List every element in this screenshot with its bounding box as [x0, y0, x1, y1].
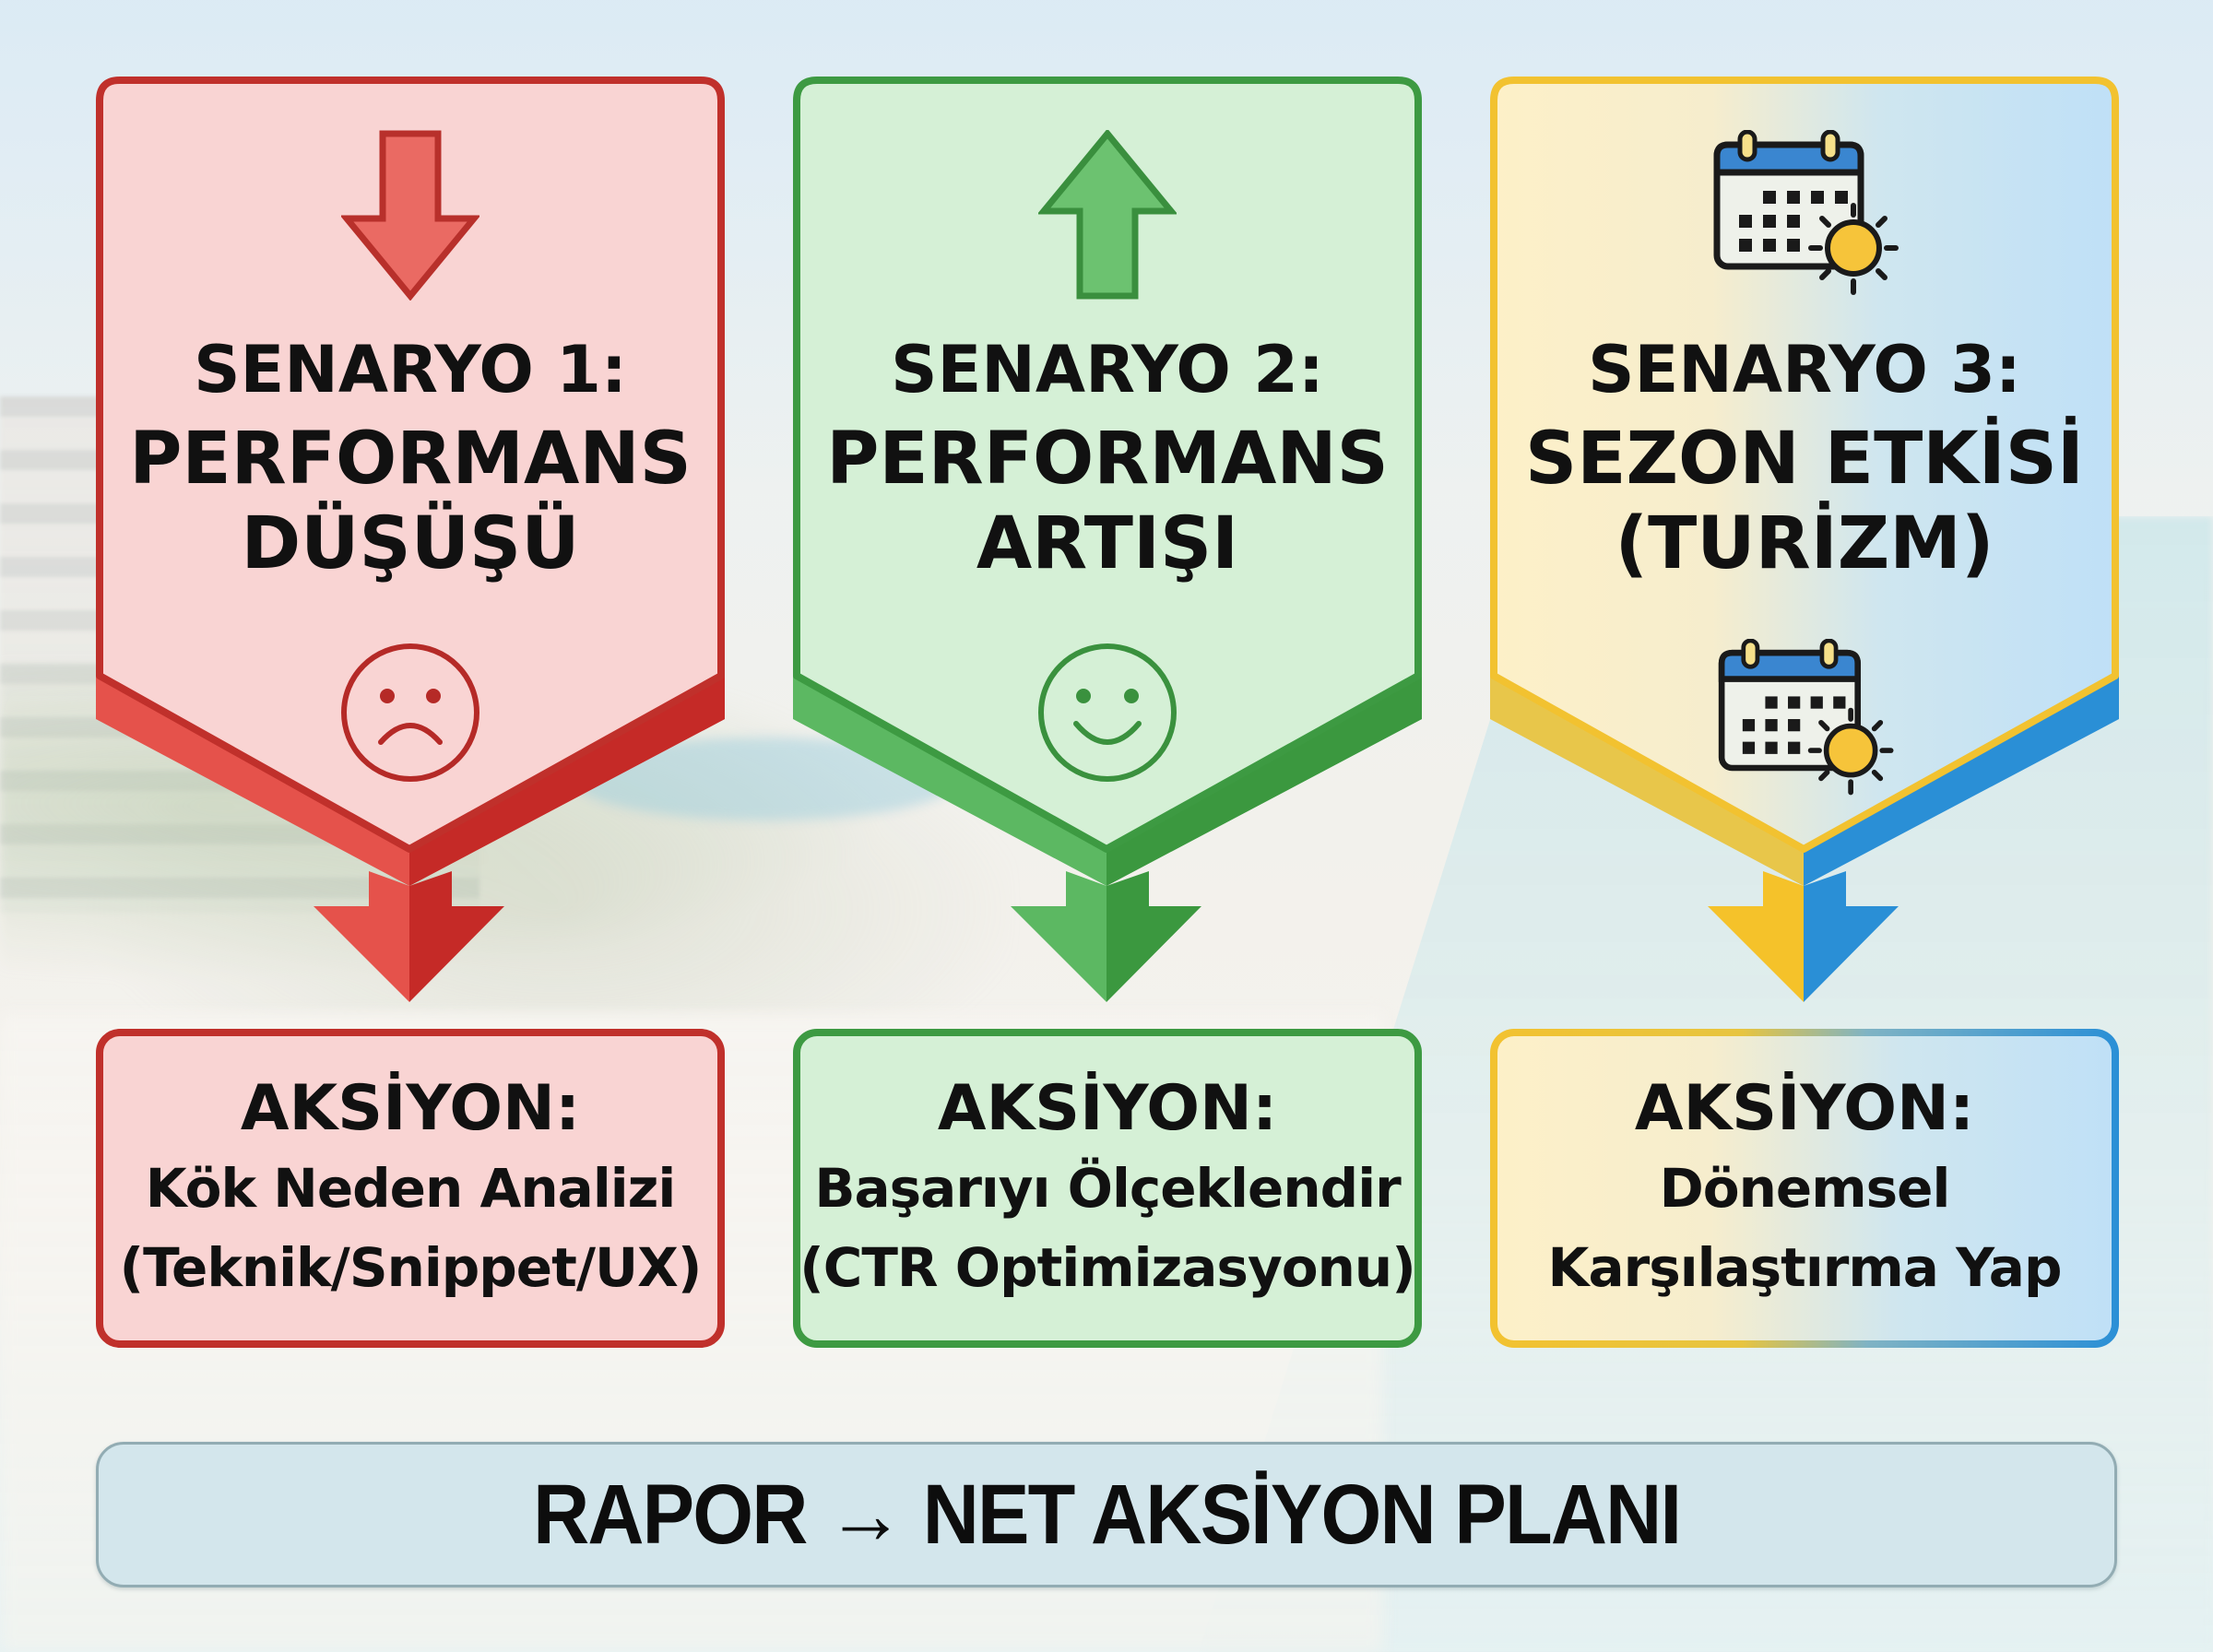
down-arrow-icon — [341, 130, 479, 301]
action-3-line-2: Karşılaştırma Yap — [1547, 1236, 2063, 1299]
scenario-2-title-line-2: PERFORMANS — [826, 418, 1389, 501]
sad-face-icon — [341, 643, 479, 782]
up-arrow-icon — [1038, 130, 1177, 300]
scenario-1-label: SENARYO 1: — [194, 332, 627, 407]
calendar-sun-icon — [1713, 130, 1899, 295]
action-box-2: AKSİYON: Başarıyı Ölçeklendir (CTR Optim… — [793, 1029, 1422, 1348]
action-1-heading: AKSİYON: — [240, 1072, 581, 1145]
scenario-1-title-line-2: PERFORMANS — [129, 418, 692, 501]
scenario-1-title-line-3: DÜŞÜŞÜ — [241, 502, 580, 585]
action-2-heading: AKSİYON: — [937, 1072, 1278, 1145]
scenario-3-title-line-2: SEZON ETKİSİ — [1525, 418, 2084, 501]
smiley-face-icon — [1038, 643, 1177, 782]
action-3-heading: AKSİYON: — [1634, 1072, 1975, 1145]
action-2-line-2: (CTR Optimizasyonu) — [799, 1236, 1415, 1299]
scenario-card-2: SENARYO 2: PERFORMANS ARTIŞI — [793, 77, 1422, 1008]
scenario-3-pentagon-shape — [1490, 77, 2119, 1002]
scenario-2-title: SENARYO 2: PERFORMANS ARTIŞI — [793, 324, 1422, 585]
calendar-sun-icon — [1718, 639, 1894, 796]
scenario-2-pentagon-shape — [793, 77, 1422, 1002]
scenario-1-title: SENARYO 1: PERFORMANS DÜŞÜŞÜ — [96, 324, 725, 585]
summary-banner-text: RAPOR → NET AKSİYON PLANI — [532, 1467, 1682, 1562]
action-box-3: AKSİYON: Dönemsel Karşılaştırma Yap — [1490, 1029, 2119, 1348]
action-3-line-1: Dönemsel — [1659, 1157, 1951, 1220]
action-box-1: AKSİYON: Kök Neden Analizi (Teknik/Snipp… — [96, 1029, 725, 1348]
scenario-2-label: SENARYO 2: — [891, 332, 1324, 407]
scenario-1-pentagon-shape — [96, 77, 725, 1002]
scenario-3-label: SENARYO 3: — [1588, 332, 2021, 407]
scenario-3-title: SENARYO 3: SEZON ETKİSİ (TURİZM) — [1490, 324, 2119, 585]
action-2-line-1: Başarıyı Ölçeklendir — [814, 1157, 1401, 1220]
summary-banner: RAPOR → NET AKSİYON PLANI — [96, 1442, 2117, 1587]
scenario-2-title-line-3: ARTIŞI — [976, 502, 1239, 585]
scenario-3-title-line-3: (TURİZM) — [1615, 502, 1994, 585]
action-1-line-1: Kök Neden Analizi — [145, 1157, 676, 1220]
action-1-line-2: (Teknik/Snippet/UX) — [119, 1236, 703, 1299]
scenario-card-3: SENARYO 3: SEZON ETKİSİ (TURİZM) — [1490, 77, 2119, 1008]
scenario-card-1: SENARYO 1: PERFORMANS DÜŞÜŞÜ — [96, 77, 725, 1008]
